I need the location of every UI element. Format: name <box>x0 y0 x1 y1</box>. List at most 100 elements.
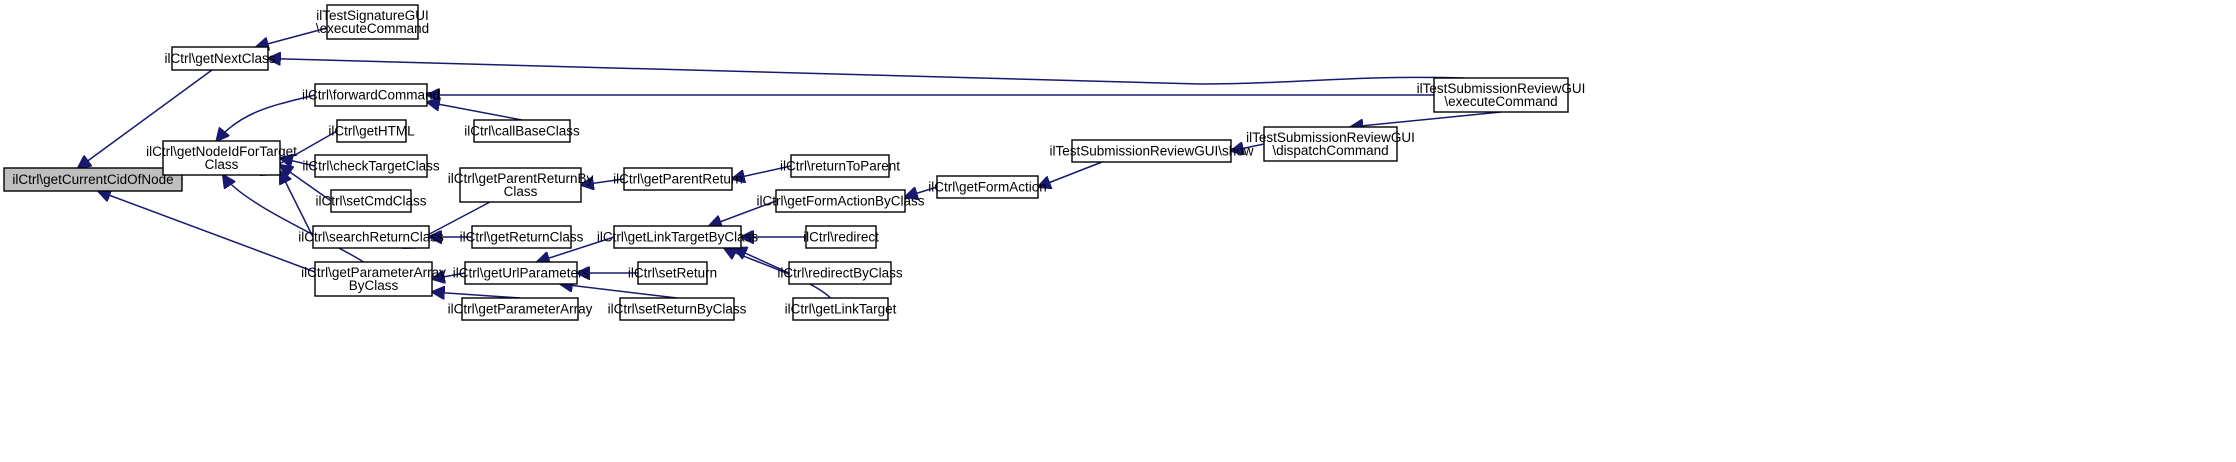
node-box <box>619 297 735 321</box>
node-box <box>314 83 428 107</box>
edge-get-url-parameters-to-get-parameter-array-by-class <box>432 273 466 279</box>
node-forward-command[interactable]: ilCtrl\forwardCommand <box>302 83 440 107</box>
node-label: \dispatchCommand <box>1272 143 1388 158</box>
edge-get-link-target-to-get-link-target-by-class <box>724 248 832 299</box>
node-get-form-action-by-class[interactable]: ilCtrl\getFormActionByClass <box>756 189 925 213</box>
edge-redirect-by-class-to-get-link-target-by-class <box>734 248 790 274</box>
edge-get-parameter-array-by-class-to-get-node-id-for-target-class <box>223 175 364 263</box>
node-review-execute[interactable]: ilTestSubmissionReviewGUI\executeCommand <box>1417 77 1586 113</box>
node-label: ilCtrl\getHTML <box>328 124 415 139</box>
node-label: \executeCommand <box>1444 94 1557 109</box>
node-label: ilCtrl\searchReturnClass <box>298 230 444 245</box>
edge-test-signature-execute-to-get-next-class <box>256 27 328 47</box>
edge-get-link-target-by-class-to-get-url-parameters <box>537 236 615 262</box>
node-get-html[interactable]: ilCtrl\getHTML <box>328 119 415 143</box>
node-review-dispatch[interactable]: ilTestSubmissionReviewGUI\dispatchComman… <box>1246 126 1415 162</box>
node-get-parameter-array[interactable]: ilCtrl\getParameterArray <box>448 297 593 321</box>
edge-review-dispatch-to-review-show <box>1231 144 1265 151</box>
node-box <box>162 140 281 176</box>
node-call-base-class[interactable]: ilCtrl\callBaseClass <box>464 119 580 143</box>
node-label: ilCtrl\getParameterArray <box>301 265 446 280</box>
node-box <box>613 225 742 249</box>
node-label: ilCtrl\getLinkTargetByClass <box>597 230 759 245</box>
node-get-url-parameters[interactable]: ilCtrl\getUrlParameters <box>453 261 590 285</box>
node-get-next-class[interactable]: ilCtrl\getNextClass <box>164 46 276 71</box>
node-label: ilCtrl\setReturnByClass <box>608 302 747 317</box>
node-set-return-by-class[interactable]: ilCtrl\setReturnByClass <box>608 297 747 321</box>
node-label: ilCtrl\getLinkTarget <box>785 302 897 317</box>
edge-get-parent-return-to-get-parent-return-by-class <box>581 179 625 185</box>
node-box <box>775 189 906 213</box>
edge-return-to-parent-to-get-parent-return <box>732 165 792 179</box>
node-review-show[interactable]: ilTestSubmissionReviewGUI\show <box>1049 139 1254 163</box>
node-label: Class <box>205 157 239 172</box>
node-get-current-cid-of-node[interactable]: ilCtrl\getCurrentCidOfNode <box>3 167 183 192</box>
node-label: Class <box>504 184 538 199</box>
node-get-form-action[interactable]: ilCtrl\getFormAction <box>928 175 1047 199</box>
node-box <box>336 119 407 143</box>
node-label: ilCtrl\forwardCommand <box>302 88 440 103</box>
node-label: ilCtrl\getReturnClass <box>460 230 584 245</box>
node-check-target-class[interactable]: ilCtrl\checkTargetClass <box>302 154 440 178</box>
node-redirect-by-class[interactable]: ilCtrl\redirectByClass <box>777 261 903 285</box>
node-box <box>637 261 708 285</box>
node-box <box>464 261 578 285</box>
node-get-return-class[interactable]: ilCtrl\getReturnClass <box>460 225 584 249</box>
edge-get-next-class-to-get-current-cid-of-node <box>78 69 213 168</box>
node-label: ilTestSignatureGUI <box>316 8 429 23</box>
node-get-link-target[interactable]: ilCtrl\getLinkTarget <box>785 297 897 321</box>
edge-review-execute-to-review-dispatch <box>1351 111 1502 127</box>
edge-call-base-class-to-forward-command <box>427 102 523 121</box>
node-get-parent-return[interactable]: ilCtrl\getParentReturn <box>613 167 743 191</box>
node-label: ilCtrl\getParameterArray <box>448 302 593 317</box>
edge-get-parameter-array-by-class-to-get-current-cid-of-node <box>98 191 316 273</box>
node-box <box>459 167 582 203</box>
node-box <box>1071 139 1232 163</box>
node-box <box>805 225 877 249</box>
node-search-return-class[interactable]: ilCtrl\searchReturnClass <box>298 225 444 249</box>
node-label: ilCtrl\redirect <box>803 230 879 245</box>
edge-get-form-action-to-get-form-action-by-class <box>905 186 938 197</box>
node-box <box>3 167 183 192</box>
node-label: \executeCommand <box>316 21 429 36</box>
node-test-signature-execute[interactable]: ilTestSignatureGUI\executeCommand <box>316 4 429 40</box>
node-label: ilCtrl\getParentReturn <box>613 172 743 187</box>
node-label: ByClass <box>349 278 399 293</box>
node-label: ilTestSubmissionReviewGUI <box>1246 130 1415 145</box>
edge-forward-command-to-get-node-id-for-target-class <box>217 94 316 141</box>
node-get-link-target-by-class[interactable]: ilCtrl\getLinkTargetByClass <box>597 225 759 249</box>
node-box <box>473 119 571 143</box>
node-box <box>788 261 892 285</box>
node-redirect[interactable]: ilCtrl\redirect <box>803 225 879 249</box>
node-return-to-parent[interactable]: ilCtrl\returnToParent <box>780 154 900 178</box>
node-label: ilCtrl\getUrlParameters <box>453 266 590 281</box>
edge-review-show-to-get-form-action <box>1038 161 1103 187</box>
node-box <box>792 297 889 321</box>
node-box <box>1263 126 1398 162</box>
node-label: ilCtrl\returnToParent <box>780 159 900 174</box>
edge-get-form-action-by-class-to-get-link-target-by-class <box>709 200 777 226</box>
edge-get-parameter-array-to-get-parameter-array-by-class <box>432 292 521 298</box>
edge-search-return-class-to-get-node-id-for-target-class <box>280 171 314 238</box>
node-label: ilCtrl\setCmdClass <box>315 194 426 209</box>
node-layer: ilCtrl\getCurrentCidOfNode ilCtrl\getNext… <box>3 4 1586 321</box>
node-box <box>623 167 733 191</box>
node-label: ilCtrl\setReturn <box>628 266 717 281</box>
node-set-cmd-class[interactable]: ilCtrl\setCmdClass <box>315 189 427 213</box>
node-label: ilCtrl\getFormActionByClass <box>756 194 924 209</box>
node-box <box>471 225 572 249</box>
node-box <box>314 261 433 297</box>
edge-check-target-class-to-get-node-id-for-target-class <box>280 158 316 166</box>
node-label: ilCtrl\getCurrentCidOfNode <box>12 172 173 187</box>
node-label: ilCtrl\getNodeIdForTarget <box>146 144 297 159</box>
node-set-return[interactable]: ilCtrl\setReturn <box>628 261 717 285</box>
node-label: ilCtrl\redirectByClass <box>777 266 903 281</box>
node-box <box>790 154 890 178</box>
edge-set-return-by-class-to-get-url-parameters <box>560 284 678 299</box>
node-label: ilCtrl\getNextClass <box>164 51 275 66</box>
node-box <box>330 189 412 213</box>
